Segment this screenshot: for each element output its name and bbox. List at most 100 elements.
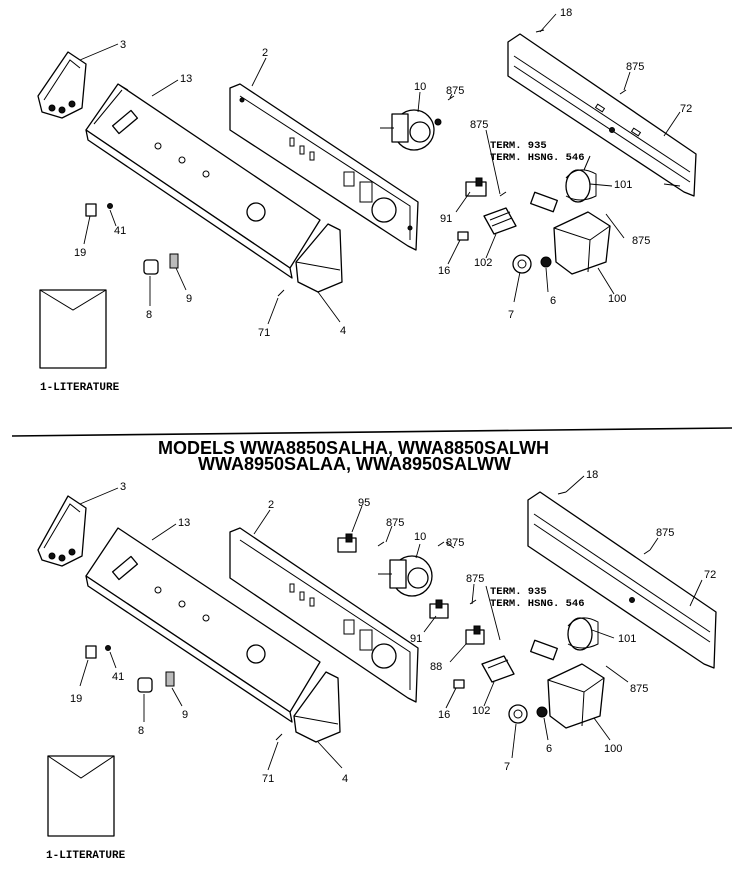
knob-part-7 [508, 704, 528, 724]
terminal-935 [530, 639, 558, 661]
label-term-935: TERM. 935 [490, 586, 547, 598]
bottom-diagram: 18 3 13 2 95 875 10 875 875 72 875 TERM.… [37, 469, 717, 862]
label-part-8: 8 [146, 309, 152, 321]
label-term-hsng-546: TERM. HSNG. 546 [490, 598, 585, 610]
label-part-71: 71 [258, 327, 270, 339]
label-part-9: 9 [182, 709, 188, 721]
label-part-101: 101 [614, 179, 632, 191]
part-6 [540, 256, 552, 268]
label-part-41: 41 [114, 225, 126, 237]
motor-part-101 [565, 155, 597, 203]
label-part-102: 102 [474, 257, 492, 269]
label-term-hsng-546: TERM. HSNG. 546 [490, 152, 585, 164]
switch-part-91 [465, 177, 487, 197]
label-part-875: 875 [632, 235, 650, 247]
part-9 [165, 671, 175, 687]
terminal-935 [530, 191, 558, 213]
part-19 [85, 203, 97, 217]
knob-part-7 [512, 254, 532, 274]
label-part-3: 3 [120, 481, 126, 493]
label-part-16: 16 [438, 709, 450, 721]
label-part-101: 101 [618, 633, 636, 645]
label-part-100: 100 [604, 743, 622, 755]
label-part-95: 95 [358, 497, 370, 509]
label-part-19: 19 [70, 693, 82, 705]
part-6 [536, 706, 548, 718]
part-71 [275, 733, 283, 741]
harness-part-102 [483, 207, 517, 235]
control-panel-part-13 [85, 83, 321, 279]
rear-panel-part-72 [527, 491, 717, 669]
label-part-10: 10 [414, 531, 426, 543]
label-part-91: 91 [410, 633, 422, 645]
part-71 [277, 289, 285, 297]
label-part-875: 875 [446, 537, 464, 549]
models-title-line-2: WWA8950SALAA, WWA8950SALWW [198, 454, 511, 474]
label-part-88: 88 [430, 661, 442, 673]
label-part-6: 6 [546, 743, 552, 755]
label-part-102: 102 [472, 705, 490, 717]
label-part-7: 7 [504, 761, 510, 773]
label-part-18: 18 [560, 7, 572, 19]
literature-envelope [47, 755, 115, 837]
literature-envelope [39, 289, 107, 369]
label-part-7: 7 [508, 309, 514, 321]
label-literature: 1-LITERATURE [40, 382, 120, 394]
part-8 [143, 259, 159, 275]
label-part-72: 72 [704, 569, 716, 581]
label-part-91: 91 [440, 213, 452, 225]
label-part-9: 9 [186, 293, 192, 305]
end-cap-left-part-3 [37, 495, 87, 567]
models-title-line-1: MODELS WWA8850SALHA, WWA8850SALWH [158, 438, 549, 458]
harness-part-102 [481, 655, 515, 683]
section-divider [11, 427, 733, 437]
label-part-875: 875 [446, 85, 464, 97]
label-part-41: 41 [112, 671, 124, 683]
frame-part-2 [229, 83, 419, 251]
label-part-8: 8 [138, 725, 144, 737]
label-part-875: 875 [470, 119, 488, 131]
label-part-72: 72 [680, 103, 692, 115]
bracket-part-88 [465, 625, 485, 645]
screw-part-16 [453, 679, 465, 689]
motor-part-101 [567, 617, 599, 651]
label-part-3: 3 [120, 39, 126, 51]
label-part-875: 875 [656, 527, 674, 539]
label-part-16: 16 [438, 265, 450, 277]
label-part-13: 13 [178, 517, 190, 529]
label-part-4: 4 [342, 773, 348, 785]
part-41 [107, 203, 113, 209]
label-part-10: 10 [414, 81, 426, 93]
label-part-4: 4 [340, 325, 346, 337]
part-19 [85, 645, 97, 659]
label-part-875: 875 [386, 517, 404, 529]
label-term-935: TERM. 935 [490, 140, 547, 152]
part-9 [169, 253, 179, 269]
screw-part-16 [457, 231, 469, 241]
bracket-part-95 [337, 533, 357, 553]
label-part-19: 19 [74, 247, 86, 259]
part-41 [105, 645, 111, 651]
label-part-100: 100 [608, 293, 626, 305]
label-part-18: 18 [586, 469, 598, 481]
switch-part-10 [378, 555, 433, 597]
top-diagram: 18 3 13 2 10 875 875 72 875 TERM. 935 TE… [37, 7, 697, 394]
end-cap-left-part-3 [37, 51, 87, 119]
label-part-71: 71 [262, 773, 274, 785]
label-part-875: 875 [626, 61, 644, 73]
label-literature: 1-LITERATURE [46, 850, 126, 862]
rear-panel-part-72 [507, 33, 697, 197]
timer-part-100 [547, 663, 605, 729]
timer-part-100 [553, 211, 611, 275]
part-8 [137, 677, 153, 693]
label-part-875: 875 [466, 573, 484, 585]
switch-part-91 [429, 599, 449, 619]
switch-part-10 [380, 109, 442, 151]
label-part-13: 13 [180, 73, 192, 85]
label-part-2: 2 [262, 47, 268, 59]
end-cap-right-part-4 [293, 671, 341, 743]
frame-part-2 [229, 527, 419, 703]
label-part-6: 6 [550, 295, 556, 307]
end-cap-right-part-4 [295, 223, 343, 293]
